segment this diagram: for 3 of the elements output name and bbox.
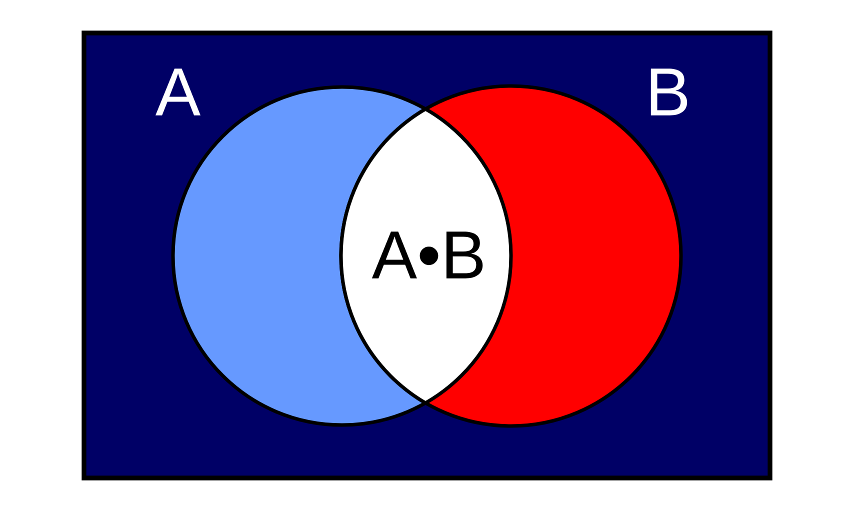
- set-label: B: [650, 68, 688, 116]
- intersection-label: A•B: [372, 232, 483, 278]
- set-label: A: [155, 68, 201, 116]
